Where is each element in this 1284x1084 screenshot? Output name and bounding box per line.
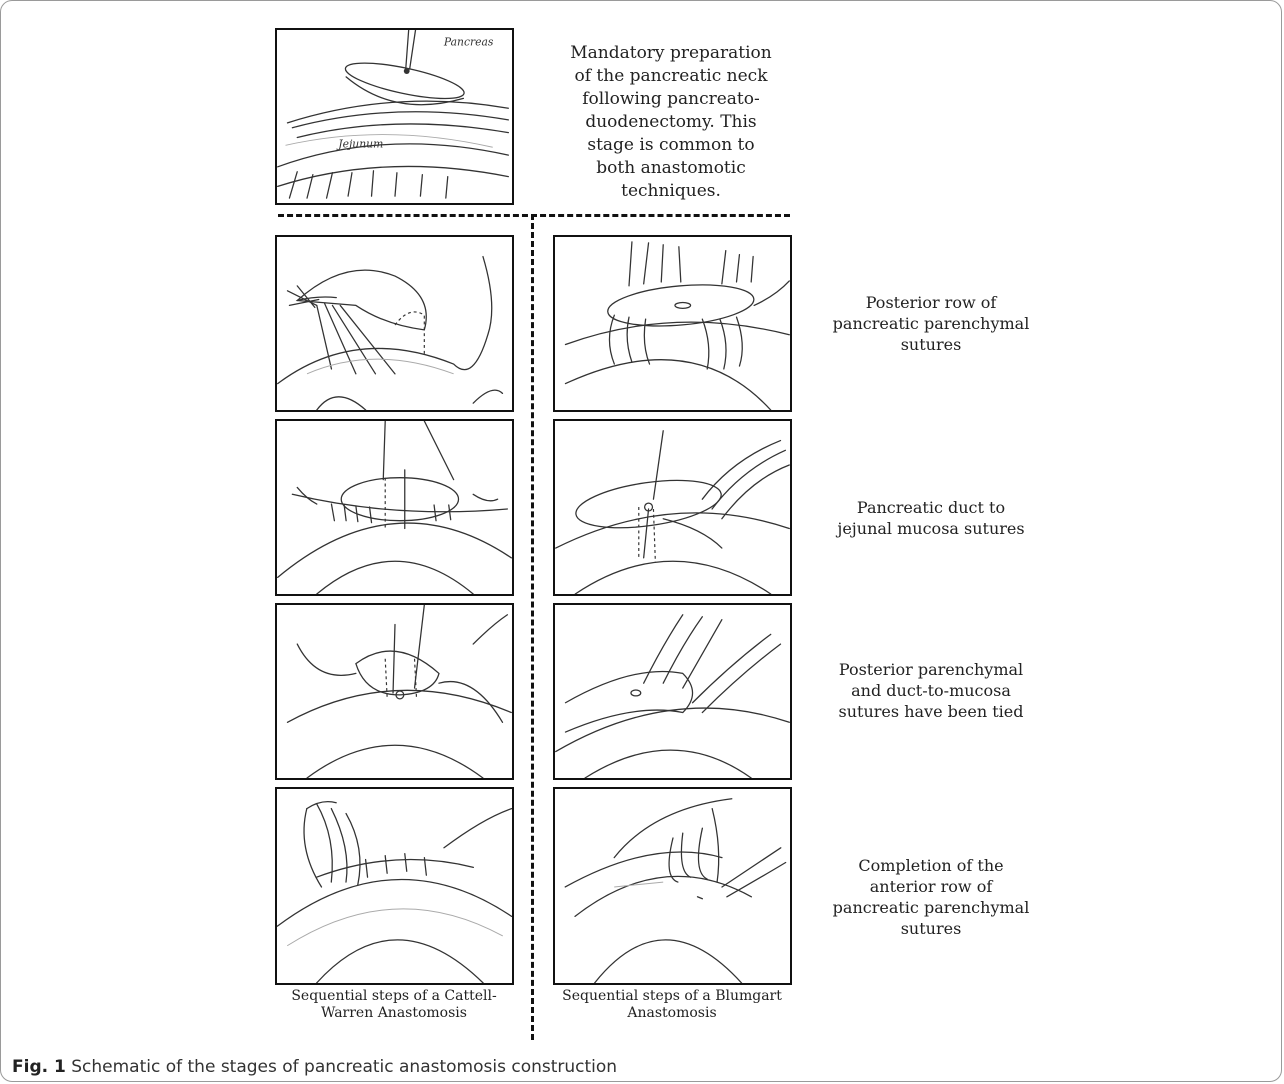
cattell-warren-step-4-sketch bbox=[275, 787, 514, 985]
cattell-warren-step-2-sketch bbox=[275, 419, 514, 596]
preparation-sketch: Pancreas Jejunum bbox=[277, 30, 512, 203]
blumgart-step-4-sketch bbox=[553, 787, 792, 985]
pancreas-handwritten-label: Pancreas bbox=[443, 36, 494, 49]
jejunum-handwritten-label: Jejunum bbox=[336, 137, 383, 150]
step-3-note: Posterior parenchymal and duct-to-mucosa… bbox=[828, 659, 1034, 722]
step-1-note: Posterior row of pancreatic parenchymal … bbox=[828, 292, 1034, 355]
cattell-warren-caption: Sequential steps of a Cattell-Warren Ana… bbox=[274, 988, 514, 1022]
blumgart-step-2-sketch bbox=[553, 419, 792, 596]
figure-caption-text: Schematic of the stages of pancreatic an… bbox=[71, 1057, 617, 1077]
separator-horizontal bbox=[278, 214, 790, 217]
step-4-note: Completion of the anterior row of pancre… bbox=[828, 855, 1034, 939]
figure-caption: Fig. 1 Schematic of the stages of pancre… bbox=[12, 1057, 617, 1077]
intro-note: Mandatory preparation of the pancreatic … bbox=[566, 42, 776, 203]
blumgart-caption: Sequential steps of a Blumgart Anastomos… bbox=[552, 988, 792, 1022]
figure-caption-label: Fig. 1 bbox=[12, 1057, 66, 1077]
separator-vertical bbox=[531, 214, 534, 1040]
preparation-sketch-panel: Pancreas Jejunum bbox=[275, 28, 514, 205]
cattell-warren-step-3-sketch bbox=[275, 603, 514, 780]
blumgart-step-1-sketch bbox=[553, 235, 792, 412]
blumgart-step-3-sketch bbox=[553, 603, 792, 780]
cattell-warren-step-1-sketch bbox=[275, 235, 514, 412]
step-2-note: Pancreatic duct to jejunal mucosa suture… bbox=[828, 497, 1034, 539]
